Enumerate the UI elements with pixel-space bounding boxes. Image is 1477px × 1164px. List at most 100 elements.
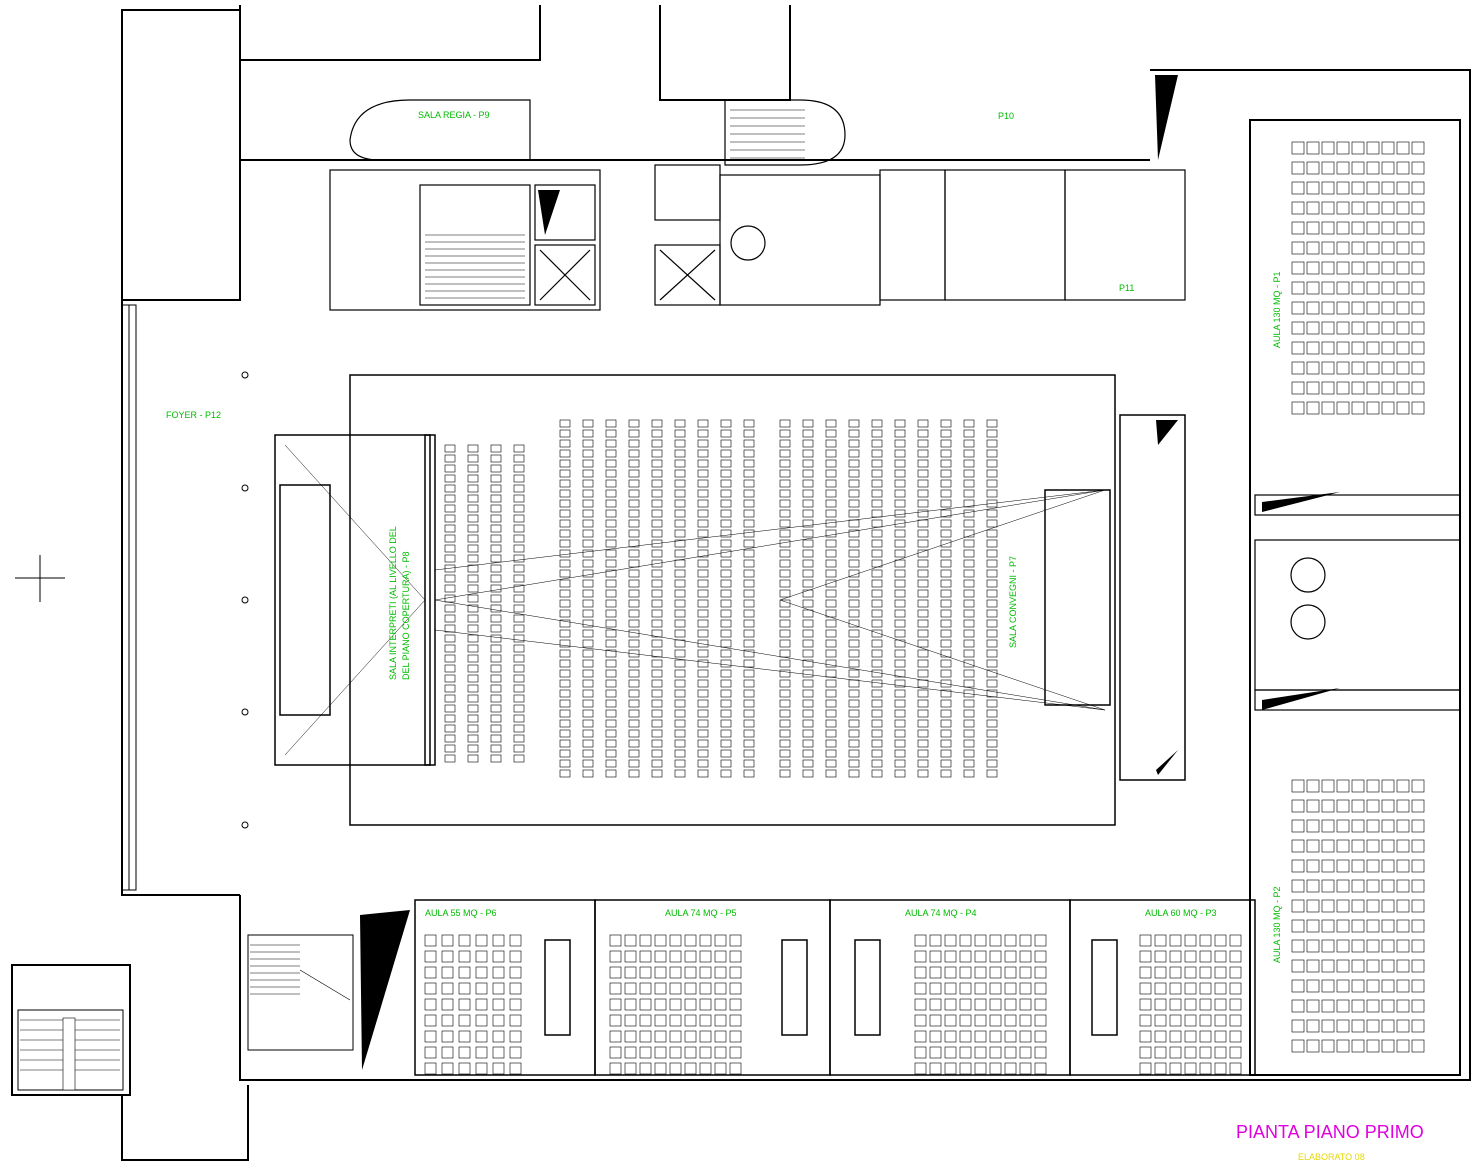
auditorium-seat: [940, 729, 952, 738]
auditorium-seat: [582, 519, 594, 528]
interpreter-seat: [513, 554, 525, 563]
auditorium-seat: [628, 729, 640, 738]
auditorium-seat: [628, 469, 640, 478]
column-markers: [15, 371, 249, 829]
classroom-seat: [1154, 982, 1167, 995]
classroom-seat: [944, 1046, 957, 1059]
classroom-seat: [654, 950, 667, 963]
auditorium-seat: [871, 679, 883, 688]
auditorium-seat: [825, 699, 837, 708]
classroom-seat: [1321, 959, 1335, 973]
classroom-seat: [929, 966, 942, 979]
label-aula-p5: AULA 74 MQ - P5: [665, 908, 737, 918]
auditorium-seat: [779, 599, 791, 608]
auditorium-seat: [582, 489, 594, 498]
interpreter-seat: [490, 554, 502, 563]
classroom-seat: [1351, 999, 1365, 1013]
classroom-seat: [1139, 1062, 1152, 1075]
auditorium-seat: [582, 439, 594, 448]
auditorium-seat: [917, 569, 929, 578]
auditorium-seat: [674, 419, 686, 428]
classroom-seat: [989, 1062, 1002, 1075]
auditorium-seat: [559, 419, 571, 428]
auditorium-seat: [779, 639, 791, 648]
classroom-seat: [669, 982, 682, 995]
interpreter-seat: [513, 594, 525, 603]
auditorium-seat: [848, 599, 860, 608]
auditorium-seat: [674, 749, 686, 758]
auditorium-seat: [871, 509, 883, 518]
auditorium-seat: [651, 699, 663, 708]
auditorium-seat: [582, 589, 594, 598]
classroom-seat: [699, 934, 712, 947]
classroom-seat: [959, 998, 972, 1011]
classroom-seat: [1351, 1039, 1365, 1053]
interpreter-seat: [513, 464, 525, 473]
interpreter-seat: [490, 524, 502, 533]
auditorium-seat: [825, 539, 837, 548]
auditorium-seat: [802, 609, 814, 618]
auditorium-seat: [825, 579, 837, 588]
auditorium-seat: [940, 449, 952, 458]
auditorium-seating: [444, 419, 998, 778]
auditorium-seat: [743, 599, 755, 608]
auditorium-seat: [779, 509, 791, 518]
classroom-seat: [654, 1030, 667, 1043]
interpreter-seat: [513, 694, 525, 703]
auditorium-seat: [917, 699, 929, 708]
classroom-seat: [509, 998, 522, 1011]
interpreter-seat: [513, 664, 525, 673]
auditorium-seat: [697, 629, 709, 638]
auditorium-seat: [963, 559, 975, 568]
auditorium-seat: [825, 589, 837, 598]
auditorium-seat: [559, 469, 571, 478]
classroom-seat: [1291, 939, 1305, 953]
interpreter-seat: [444, 514, 456, 523]
classroom-seat: [1306, 1039, 1320, 1053]
auditorium-seat: [720, 709, 732, 718]
classroom-seat: [1321, 1039, 1335, 1053]
classroom-seat: [1291, 201, 1305, 215]
interpreter-seat: [467, 714, 479, 723]
auditorium-seat: [743, 769, 755, 778]
classroom-seat: [714, 998, 727, 1011]
classroom-seat: [1321, 939, 1335, 953]
interpreter-seat: [490, 454, 502, 463]
classroom-seat: [424, 1030, 437, 1043]
auditorium-seat: [963, 649, 975, 658]
classroom-seat: [684, 1014, 697, 1027]
auditorium-seat: [917, 449, 929, 458]
auditorium-seat: [940, 459, 952, 468]
classroom-seat: [914, 1062, 927, 1075]
classroom-seat: [714, 934, 727, 947]
auditorium-seat: [605, 519, 617, 528]
auditorium-seat: [917, 529, 929, 538]
classroom-seat: [1154, 998, 1167, 1011]
interpreter-seat: [444, 444, 456, 453]
auditorium-seat: [697, 549, 709, 558]
classroom-seat: [1321, 341, 1335, 355]
classroom-seat: [989, 934, 1002, 947]
auditorium-seat: [963, 499, 975, 508]
auditorium-seat: [894, 469, 906, 478]
auditorium-seat: [940, 469, 952, 478]
auditorium-seat: [628, 479, 640, 488]
auditorium-seat: [605, 469, 617, 478]
classroom-seat: [1381, 879, 1395, 893]
classroom-seat: [1214, 998, 1227, 1011]
classroom-seat: [1366, 799, 1380, 813]
auditorium-seat: [582, 549, 594, 558]
auditorium-seat: [697, 639, 709, 648]
classroom-seat: [1366, 361, 1380, 375]
auditorium-seat: [651, 769, 663, 778]
classroom-seat: [699, 998, 712, 1011]
auditorium-seat: [917, 479, 929, 488]
interpreter-seat: [513, 544, 525, 553]
auditorium-seat: [825, 739, 837, 748]
auditorium-seat: [825, 429, 837, 438]
classroom-seat: [729, 1014, 742, 1027]
classroom-seat: [1411, 899, 1425, 913]
auditorium-seat: [559, 579, 571, 588]
auditorium-seat: [582, 599, 594, 608]
interpreter-seat: [467, 464, 479, 473]
